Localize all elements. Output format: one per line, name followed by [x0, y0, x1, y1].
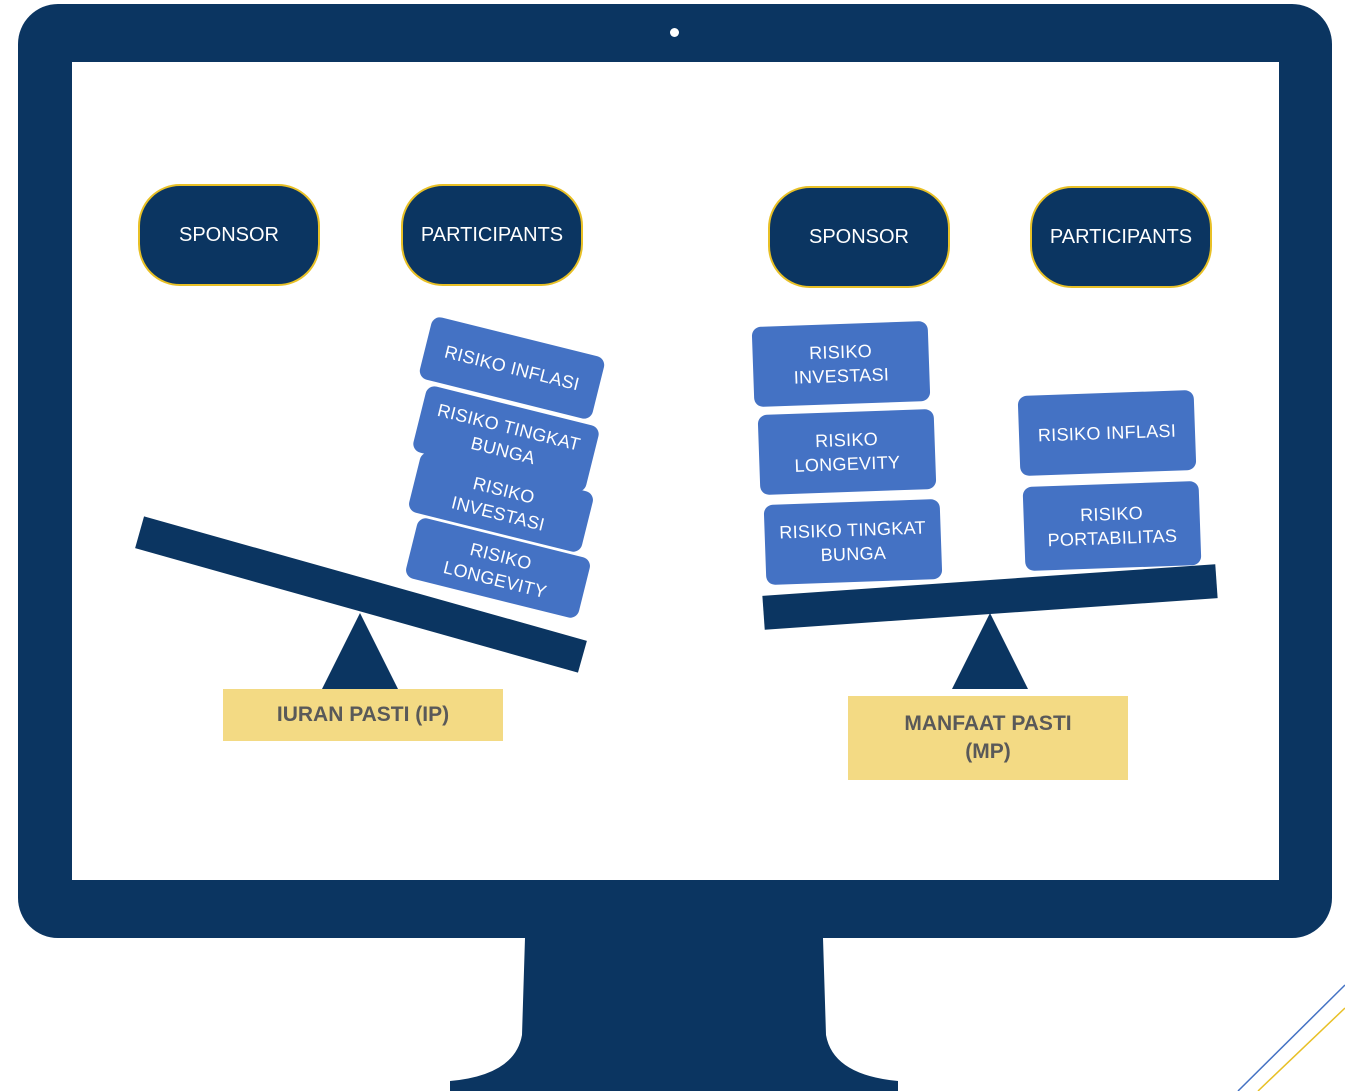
right-risk-card-longevity: RISIKO LONGEVITY [757, 408, 937, 496]
left-participants-label: PARTICIPANTS [420, 223, 564, 246]
left-scale-title: IURAN PASTI (IP) [276, 703, 450, 726]
left-risk-card-text: RISIKO INFLASI [442, 341, 582, 395]
camera-dot [670, 28, 679, 37]
right-risk-card-tingkat-bunga: RISIKO TINGKAT BUNGA [763, 498, 943, 586]
right-participants-label: PARTICIPANTS [1049, 225, 1193, 248]
left-sponsor-pill: SPONSOR [138, 184, 320, 286]
right-risk-card-text: RISIKO LONGEVITY [794, 428, 901, 476]
right-scale-title: MANFAAT PASTI (MP) [904, 712, 1072, 763]
left-sponsor-label: SPONSOR [178, 223, 280, 246]
right-scale-title-box: MANFAAT PASTI (MP) [848, 696, 1128, 780]
right-risk-card-text: RISIKO INVESTASI [793, 340, 890, 388]
right-sponsor-pill: SPONSOR [768, 186, 950, 288]
right-risk-card-inflasi: RISIKO INFLASI [1017, 389, 1197, 477]
right-scale-pivot [952, 613, 1028, 689]
right-risk-card-text: RISIKO TINGKAT BUNGA [778, 517, 927, 566]
right-participants-pill: PARTICIPANTS [1030, 186, 1212, 288]
right-sponsor-label: SPONSOR [808, 225, 910, 248]
left-participants-pill: PARTICIPANTS [401, 184, 583, 286]
decor-line-blue [1237, 984, 1345, 1091]
right-risk-card-text: RISIKO INFLASI [1037, 420, 1177, 446]
right-risk-card-investasi: RISIKO INVESTASI [751, 320, 931, 408]
left-scale-title-box: IURAN PASTI (IP) [223, 689, 503, 741]
decor-line-yellow [1257, 1007, 1345, 1091]
right-risk-card-portabilitas: RISIKO PORTABILITAS [1022, 480, 1202, 572]
left-scale-pivot [322, 613, 398, 689]
right-risk-card-text: RISIKO PORTABILITAS [1047, 502, 1178, 551]
